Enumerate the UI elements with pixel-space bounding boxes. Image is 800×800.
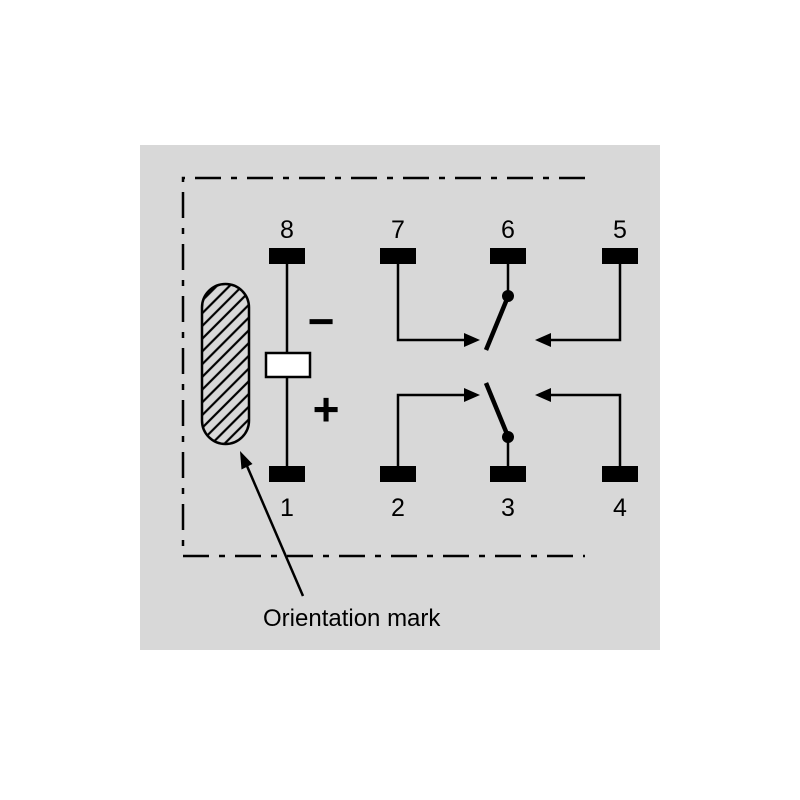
pin2-label: 2 [391,494,405,522]
pin1-label: 1 [280,494,294,522]
pin7-label: 7 [391,216,405,244]
upper-contact-pivot-dot [502,290,514,302]
pin3-pad [490,466,526,482]
pin7-pad [380,248,416,264]
pin5-label: 5 [613,216,627,244]
pin3-label: 3 [501,494,515,522]
relay-outline-dashed [181,176,585,558]
stroke-layer [181,176,622,597]
pin4-pad [602,466,638,482]
orientation-arrowhead [240,451,253,470]
upper-right-arrowhead [535,333,551,347]
lower-left-arrowhead [464,388,480,402]
orientation-mark [200,282,251,446]
upper-left-arrowhead [464,333,480,347]
pin4-branch-wire [551,393,622,466]
fill-layer: 8 7 6 5 1 2 3 4 − + Orientation mark [240,216,638,632]
pin6-pad [490,248,526,264]
coil-box [264,351,312,379]
orientation-mark-label: Orientation mark [263,605,441,632]
pin7-branch-wire [396,264,464,342]
lower-contact-pivot-dot [502,431,514,443]
lower-right-arrowhead [535,388,551,402]
lower-contact-blade [483,382,510,435]
pin1-pad [269,466,305,482]
pin2-pad [380,466,416,482]
pin2-branch-wire [396,393,464,466]
pin5-pad [602,248,638,264]
coil-plus-symbol: + [313,383,340,435]
pin8-label: 8 [280,216,294,244]
pin4-label: 4 [613,494,627,522]
pin8-pad [269,248,305,264]
orientation-arrow-line [245,465,305,597]
pin6-label: 6 [501,216,515,244]
pin5-branch-wire [551,264,622,342]
upper-contact-blade [483,298,510,351]
coil-minus-symbol: − [308,295,335,347]
